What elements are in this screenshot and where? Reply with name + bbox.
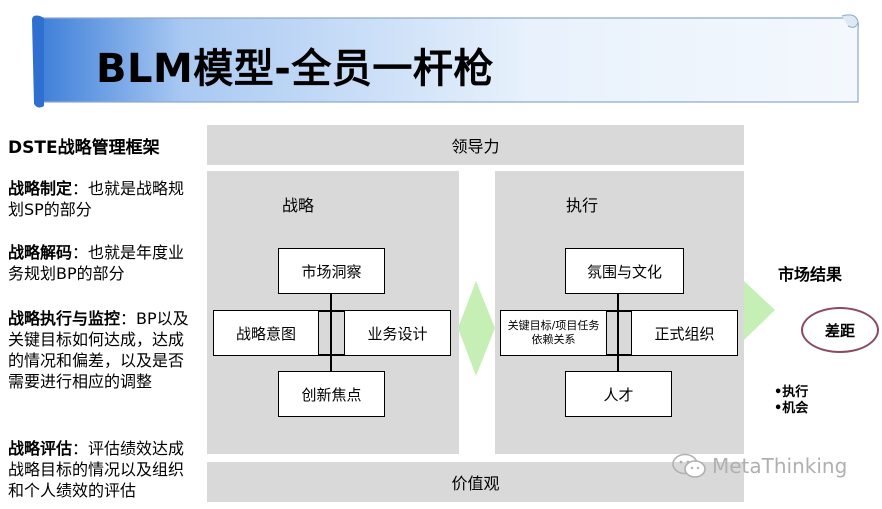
leadership-bar: 领导力	[207, 125, 744, 165]
gap-label: 差距	[824, 321, 855, 340]
result-bullets: •执行 •机会	[774, 385, 808, 417]
formal-organization-box: 正式组织	[631, 310, 738, 356]
left-item-desc: ：评估绩效达成战略目标的情况以及组织和个人绩效的评估	[8, 439, 185, 500]
market-result-label: 市场结果	[778, 265, 843, 284]
diamond-arrow	[458, 281, 495, 376]
left-item-desc: ：也就是年度业务规划BP的部分	[8, 243, 185, 283]
business-design-box: 业务设计	[344, 310, 451, 356]
bullet-opportunity: •机会	[774, 401, 809, 416]
left-item-execution: 战略执行与监控：BP以及关键目标如何达成，达成的情况和偏差，以及是否需要进行相应…	[8, 308, 198, 392]
strategic-intent-box: 战略意图	[213, 310, 319, 356]
leadership-label: 领导力	[451, 137, 500, 156]
left-item-term: 战略评估	[8, 439, 73, 458]
left-item-term: 战略解码	[8, 243, 73, 262]
values-bar: 价值观	[207, 462, 744, 502]
framework-heading: DSTE战略管理框架	[8, 138, 160, 158]
left-item-desc: ：BP以及关键目标如何达成，达成的情况和偏差，以及是否需要进行相应的调整	[8, 309, 189, 391]
watermark-text: MetaThinking	[712, 454, 848, 478]
title-banner	[30, 14, 860, 108]
strategy-label: 战略	[282, 196, 315, 215]
result-arrow	[744, 281, 775, 340]
left-item-term: 战略执行与监控	[8, 309, 121, 328]
bullet-execution: •执行	[774, 385, 809, 400]
left-item-formulation: 战略制定：也就是战略规划SP的部分	[8, 178, 198, 220]
scroll-shape	[32, 14, 859, 108]
key-tasks-box: 关键目标/项目任务依赖关系	[500, 310, 607, 356]
watermark: MetaThinking	[672, 453, 847, 479]
values-label: 价值观	[451, 474, 500, 493]
innovation-focus-box: 创新焦点	[278, 371, 385, 417]
gap-ellipse: 差距	[801, 307, 879, 353]
left-item-decoding: 战略解码：也就是年度业务规划BP的部分	[8, 242, 198, 284]
climate-culture-box: 氛围与文化	[565, 248, 684, 294]
page-title: BLM模型-全员一杆枪	[96, 46, 494, 92]
market-insight-box: 市场洞察	[278, 248, 385, 294]
execution-label: 执行	[566, 196, 599, 215]
left-item-evaluation: 战略评估：评估绩效达成战略目标的情况以及组织和个人绩效的评估	[8, 438, 198, 501]
left-item-desc: ：也就是战略规划SP的部分	[8, 179, 185, 219]
talent-box: 人才	[565, 371, 672, 417]
left-item-term: 战略制定	[8, 179, 73, 198]
wechat-icon	[672, 453, 706, 478]
